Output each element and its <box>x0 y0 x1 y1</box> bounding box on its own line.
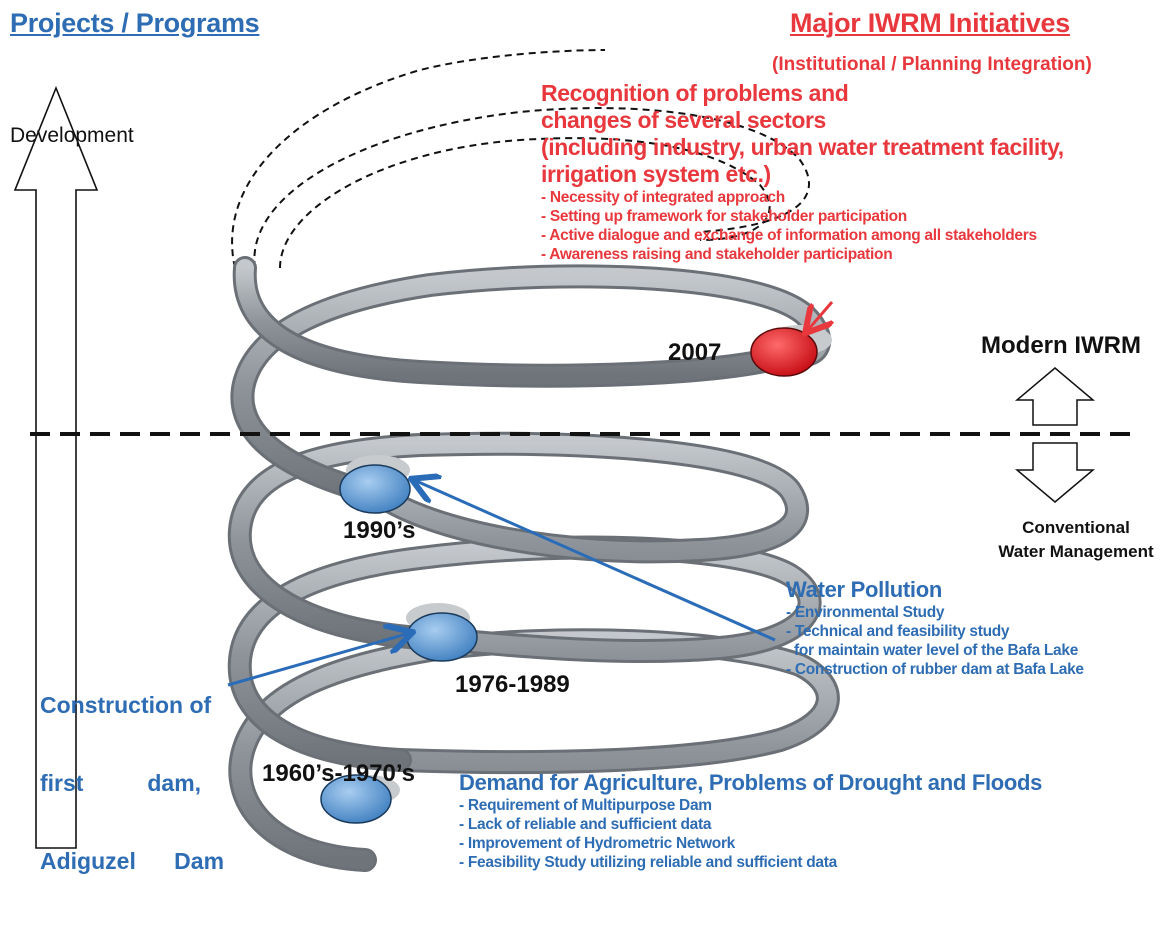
label-1976-1989: 1976-1989 <box>455 671 570 698</box>
construction-arrow <box>227 633 410 687</box>
conventional-line: Water Management <box>998 542 1154 561</box>
water-pollution-block: Water Pollution - Environmental Study - … <box>786 577 1084 679</box>
marker-1960s <box>320 774 392 824</box>
iwrm-title-line: changes of several sectors <box>541 107 826 133</box>
construction-line: Adiguzel Dam <box>40 848 225 874</box>
demand-bullet: - Feasibility Study utilizing reliable a… <box>459 854 837 871</box>
marker-1976-1989 <box>406 612 478 662</box>
iwrm-bullet: - Active dialogue and exchange of inform… <box>541 227 1037 244</box>
pollution-bullet: for maintain water level of the Bafa Lak… <box>786 642 1079 659</box>
modern-iwrm-label: Modern IWRM <box>981 332 1141 359</box>
conventional-down-arrow <box>1014 442 1096 503</box>
iwrm-subheading: (Institutional / Planning Integration) <box>772 54 1092 75</box>
demand-bullet: - Improvement of Hydrometric Network <box>459 835 736 852</box>
iwrm-title-line: irrigation system etc.) <box>541 161 771 187</box>
iwrm-description: Recognition of problems and changes of s… <box>541 80 1064 264</box>
iwrm-bullet: - Awareness raising and stakeholder part… <box>541 246 893 263</box>
construction-block: Construction of first dam, Adiguzel Dam <box>40 640 224 926</box>
modern-up-arrow <box>1014 367 1096 426</box>
iwrm-arrow <box>807 301 832 331</box>
marker-1990s <box>339 464 411 514</box>
pollution-bullet: - Environmental Study <box>786 604 945 621</box>
construction-line: Construction of <box>40 692 212 718</box>
pollution-bullet: - Technical and feasibility study <box>786 623 1010 640</box>
marker-2007 <box>750 327 818 377</box>
iwrm-title-line: (including industry, urban water treatme… <box>541 134 1064 160</box>
demand-bullet: - Lack of reliable and sufficient data <box>459 816 712 833</box>
label-2007: 2007 <box>668 339 722 366</box>
iwrm-initiatives-heading: Major IWRM Initiatives <box>790 8 1070 38</box>
construction-line: first dam, <box>40 770 202 796</box>
conventional-label: Conventional Water Management <box>986 516 1166 564</box>
demand-block: Demand for Agriculture, Problems of Drou… <box>459 770 1042 872</box>
projects-programs-heading: Projects / Programs <box>10 8 260 38</box>
iwrm-bullet: - Setting up framework for stakeholder p… <box>541 208 907 225</box>
pollution-bullet: - Construction of rubber dam at Bafa Lak… <box>786 661 1084 678</box>
iwrm-bullet: - Necessity of integrated approach <box>541 189 785 206</box>
water-pollution-title: Water Pollution <box>786 577 943 602</box>
pollution-arrow <box>414 480 776 642</box>
demand-title: Demand for Agriculture, Problems of Drou… <box>459 770 1043 795</box>
dashed-spiral <box>231 49 810 269</box>
development-arrow <box>13 85 99 849</box>
development-label: Development <box>10 124 134 147</box>
demand-bullet: - Requirement of Multipurpose Dam <box>459 797 712 814</box>
conventional-line: Conventional <box>1022 518 1130 537</box>
label-1960s-1970s: 1960’s-1970’s <box>262 760 416 787</box>
iwrm-title-line: Recognition of problems and <box>541 80 849 106</box>
label-1990s: 1990’s <box>343 517 416 544</box>
